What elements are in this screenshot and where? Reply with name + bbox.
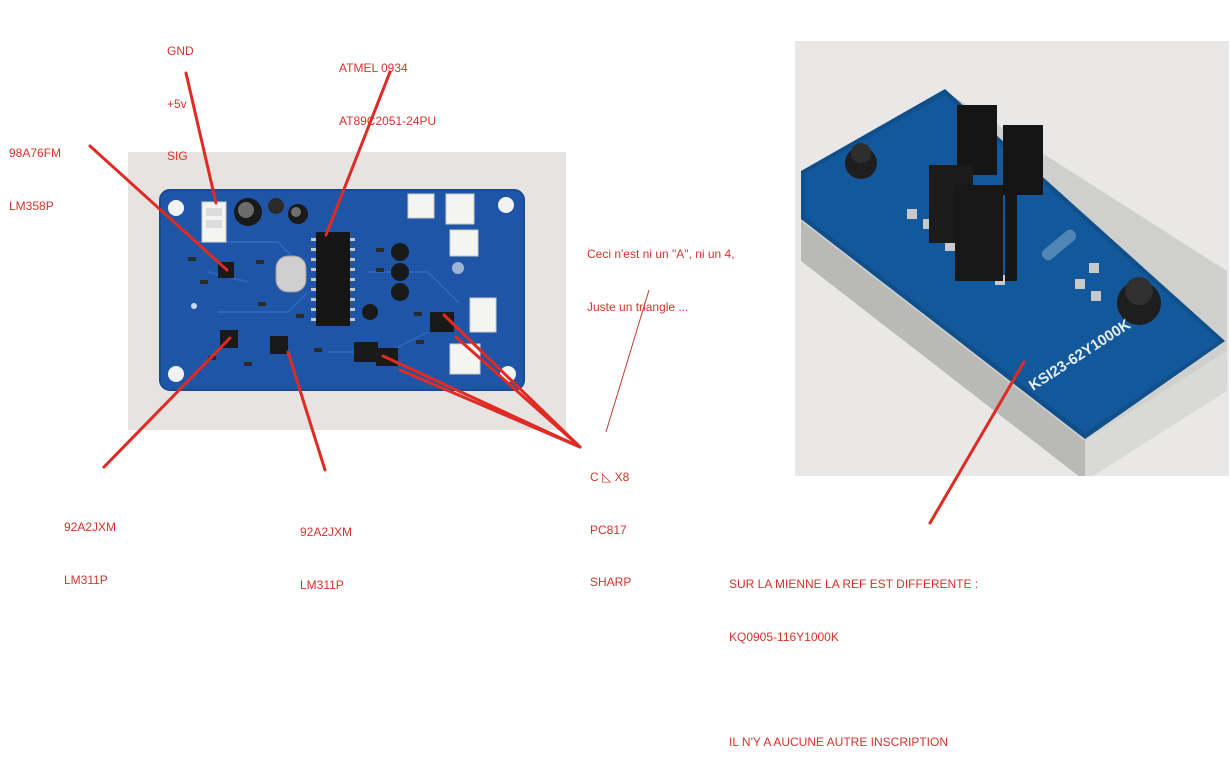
label-opamp-line1: 98A76FM xyxy=(9,146,62,160)
label-comp-mid: 92A2JXM LM311P xyxy=(300,489,352,612)
pointer-note xyxy=(605,289,650,433)
label-note-line1: Ceci n'est ni un "A", ni un 4, xyxy=(587,247,735,261)
label-opto-line3: SHARP xyxy=(590,575,632,589)
label-comp-left-line2: LM311P xyxy=(64,572,108,587)
pcb-illustration xyxy=(128,152,566,430)
annotation-lines xyxy=(88,70,1026,525)
sensor-illustration: KSI23-62Y1000K xyxy=(795,41,1229,476)
label-opamp-line2: LM358P xyxy=(9,198,54,213)
label-triangle-note: Ceci n'est ni un "A", ni un 4, Juste un … xyxy=(587,211,735,334)
label-opto: C ◺ X8 PC817 SHARP xyxy=(590,434,631,609)
pointer-comp-left xyxy=(102,336,232,469)
label-mcu-line1: ATMEL 0934 xyxy=(339,61,408,75)
pointer-sensor-ref xyxy=(928,360,1026,525)
label-power: GND +5v SIG xyxy=(167,8,194,183)
label-opamp: 98A76FM LM358P xyxy=(9,110,61,233)
pointer-opto-d xyxy=(398,368,582,449)
pointer-opamp xyxy=(88,144,229,272)
label-ref-note: SUR LA MIENNE LA REF EST DIFFERENTE : KQ… xyxy=(729,541,978,769)
lm311-mid-chip xyxy=(270,336,288,354)
mcu-chip xyxy=(316,232,350,326)
label-mcu: ATMEL 0934 AT89C2051-24PU xyxy=(339,25,436,148)
label-power-sig: SIG xyxy=(167,149,188,163)
sensor-photo: KSI23-62Y1000K xyxy=(795,41,1229,476)
pointer-power xyxy=(184,71,218,205)
label-comp-left: 92A2JXM LM311P xyxy=(64,484,116,607)
label-power-5v: +5v xyxy=(167,96,187,111)
label-ref-line1: SUR LA MIENNE LA REF EST DIFFERENTE : xyxy=(729,577,979,591)
label-opto-line1: C ◺ X8 xyxy=(590,470,630,484)
label-ref-line2: KQ0905-116Y1000K xyxy=(729,629,839,644)
label-mcu-line2: AT89C2051-24PU xyxy=(339,113,437,128)
label-opto-line2: PC817 xyxy=(590,522,627,537)
pointer-comp-mid xyxy=(286,350,327,472)
label-power-gnd: GND xyxy=(167,44,194,58)
label-ref-line4: IL N'Y A AUCUNE AUTRE INSCRIPTION xyxy=(729,734,949,749)
label-ref-line3 xyxy=(729,681,978,699)
label-comp-mid-line1: 92A2JXM xyxy=(300,525,353,539)
label-comp-mid-line2: LM311P xyxy=(300,577,344,592)
label-comp-left-line1: 92A2JXM xyxy=(64,520,117,534)
pointer-opto-c xyxy=(454,335,582,449)
pointer-mcu xyxy=(324,70,392,237)
pc817-chip-b xyxy=(354,342,378,362)
pcb-photo xyxy=(128,152,566,430)
label-note-line2: Juste un triangle ... xyxy=(587,299,689,314)
